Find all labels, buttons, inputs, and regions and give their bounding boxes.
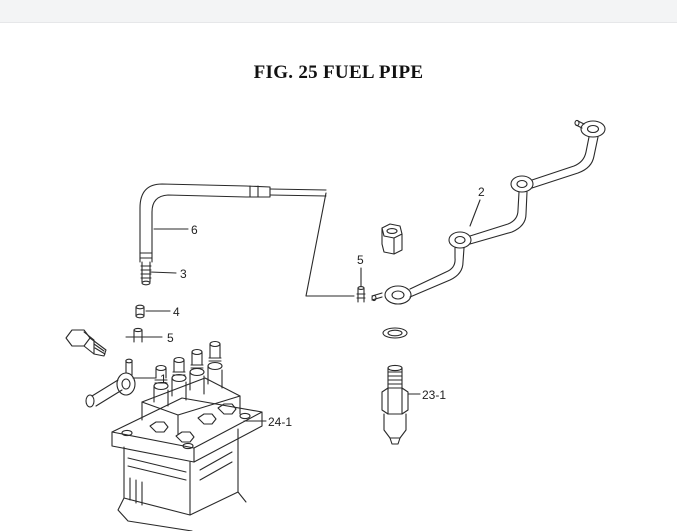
injection-pump-24-1 — [111, 340, 263, 531]
fuel-pipe-3 — [140, 261, 152, 286]
callout-3: 3 — [180, 267, 187, 281]
callout-6: 6 — [191, 223, 198, 237]
figure-title: FIG. 25 FUEL PIPE — [253, 62, 424, 83]
callout-5-left: 5 — [167, 331, 174, 345]
top-bar — [0, 0, 677, 23]
leak-off-pipe-2 — [371, 119, 606, 305]
callout-24-1: 24-1 — [268, 415, 292, 429]
sleeve-4 — [135, 304, 145, 319]
inlet-joint-1 — [65, 329, 136, 408]
callout-leaders — [132, 199, 481, 422]
callout-2: 2 — [478, 185, 485, 199]
hex-nut — [381, 223, 403, 255]
clip-5-left — [125, 327, 151, 343]
callout-4: 4 — [173, 305, 180, 319]
callout-1: 1 — [160, 372, 167, 386]
callout-23-1: 23-1 — [422, 388, 446, 402]
callout-5-right: 5 — [357, 253, 364, 267]
washer — [382, 327, 408, 339]
injection-nozzle-23-1 — [381, 364, 409, 445]
connection-line — [305, 192, 355, 297]
fuel-hose-6 — [139, 183, 327, 263]
clip-5-right — [356, 286, 366, 303]
